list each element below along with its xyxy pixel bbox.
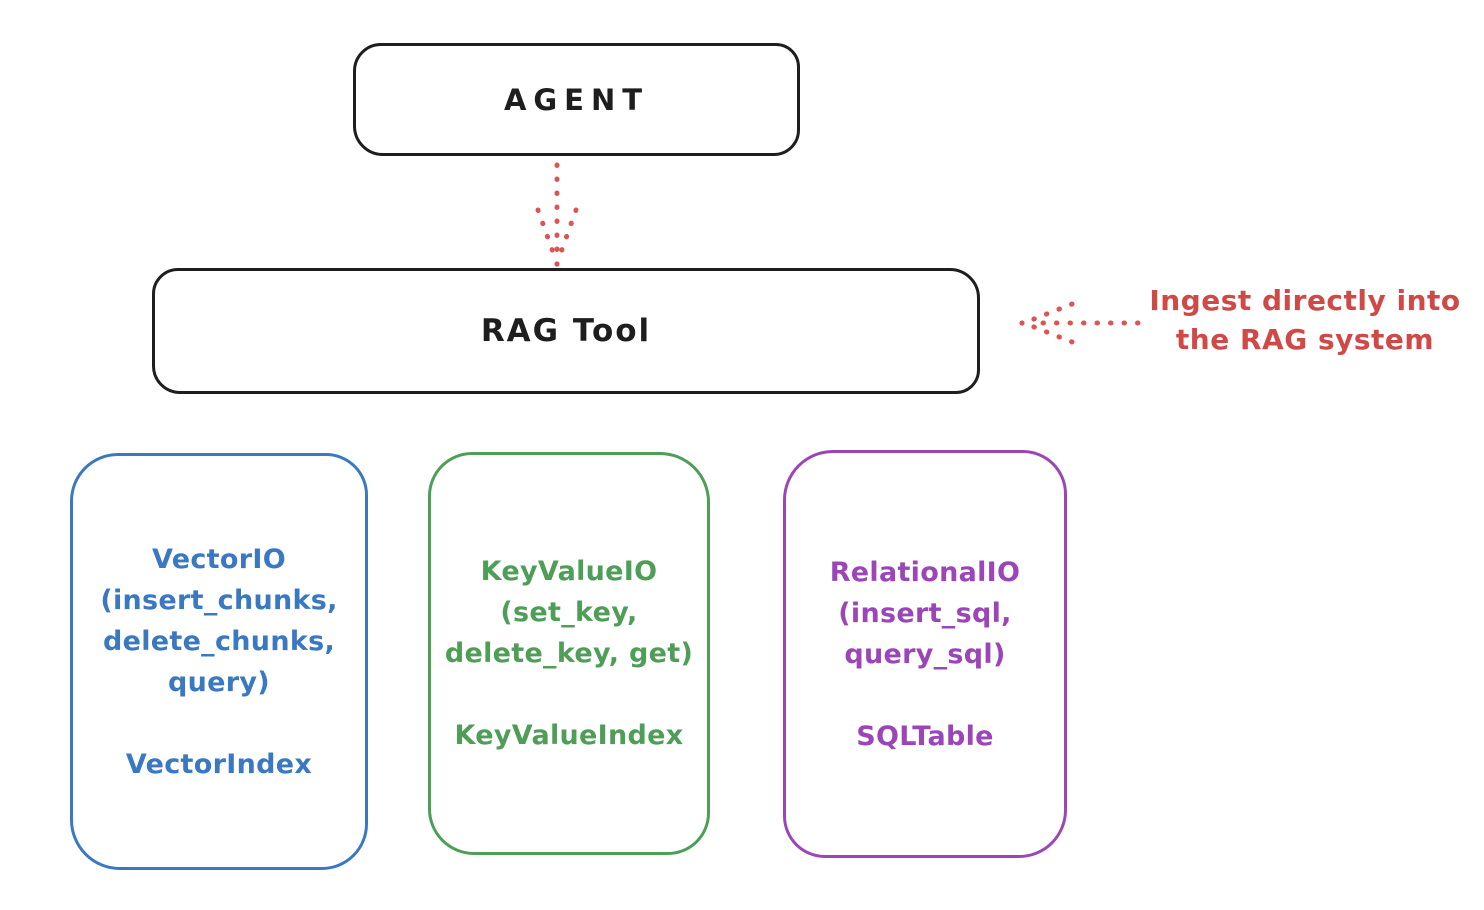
rag-tool-node: RAG Tool	[152, 268, 980, 394]
agent-node: AGENT	[353, 43, 800, 156]
relational-io-line: query_sql)	[844, 638, 1006, 670]
vector-index-label: VectorIndex	[125, 748, 313, 780]
key-value-io-line: KeyValueIO	[480, 556, 658, 587]
vector-io-line: (insert_chunks,	[100, 584, 338, 616]
relational-io-line: RelationalIO	[829, 556, 1021, 588]
relational-io-line: (insert_sql,	[838, 597, 1012, 629]
key-value-io-line: delete_key, get)	[444, 638, 694, 669]
vector-io-node: VectorIO (insert_chunks, delete_chunks, …	[70, 453, 368, 870]
ingest-annotation: Ingest directly into the RAG system	[1135, 281, 1475, 359]
key-value-io-line: (set_key,	[500, 597, 638, 628]
relational-io-node: RelationalIO (insert_sql, query_sql) SQL…	[783, 450, 1067, 858]
ingest-annotation-arrow-icon	[1019, 301, 1141, 345]
agent-label: AGENT	[503, 82, 650, 117]
key-value-index-label: KeyValueIndex	[454, 720, 684, 751]
vector-io-line: delete_chunks,	[102, 625, 336, 657]
ingest-annotation-line-1: Ingest directly into	[1149, 284, 1461, 317]
agent-to-rag-arrow-icon	[535, 162, 579, 267]
vector-io-line: query)	[168, 666, 270, 698]
sql-table-label: SQLTable	[856, 720, 994, 752]
rag-tool-label: RAG Tool	[480, 313, 652, 349]
ingest-annotation-line-2: the RAG system	[1175, 323, 1435, 356]
vector-io-line: VectorIO	[152, 543, 286, 575]
key-value-io-node: KeyValueIO (set_key, delete_key, get) Ke…	[428, 452, 710, 855]
